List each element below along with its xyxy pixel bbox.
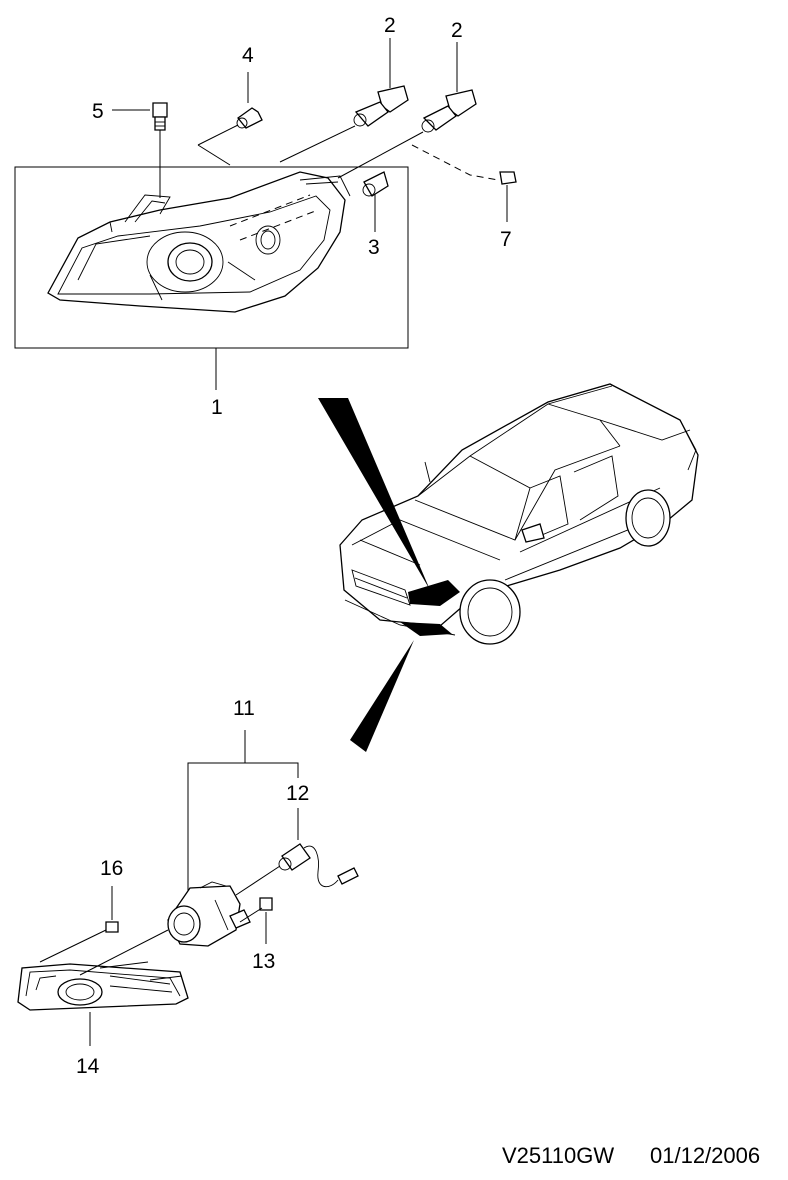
drawing-code: V25110GW (502, 1143, 614, 1168)
pointer-wedge-foglamp (350, 640, 414, 752)
bulb-3 (362, 171, 389, 232)
callout-11: 11 (233, 697, 255, 720)
callout-16: 16 (100, 857, 123, 880)
foglamp-bezel-14 (17, 929, 189, 1046)
pointer-wedge-headlamp (318, 398, 430, 590)
bulb-4 (197, 72, 263, 166)
headlamp-assembly (14, 166, 409, 349)
callout-2-left: 2 (384, 14, 396, 37)
callout-7: 7 (500, 228, 512, 251)
bulb-2-right (337, 42, 477, 179)
callout-13: 13 (252, 950, 275, 973)
clip-16 (39, 886, 119, 963)
screw-5 (112, 102, 168, 198)
callout-14: 14 (76, 1055, 100, 1078)
car-illustration (339, 383, 699, 645)
car-foglamp-highlight (400, 622, 452, 636)
bulb-2-left (279, 38, 409, 163)
clip-7 (411, 144, 517, 222)
foglamp-bulb-12 (278, 808, 359, 888)
callout-5: 5 (92, 100, 104, 123)
screw-13 (239, 897, 273, 944)
drawing-date: 01/12/2006 (650, 1143, 760, 1168)
headlamp-frame (14, 166, 409, 349)
callout-2-right: 2 (451, 19, 463, 42)
foglamp-group (167, 730, 299, 947)
callout-1: 1 (211, 396, 223, 419)
callout-12: 12 (286, 782, 309, 805)
callout-4: 4 (242, 44, 254, 67)
car-headlamp-highlight (408, 580, 460, 606)
callout-3: 3 (368, 236, 380, 259)
